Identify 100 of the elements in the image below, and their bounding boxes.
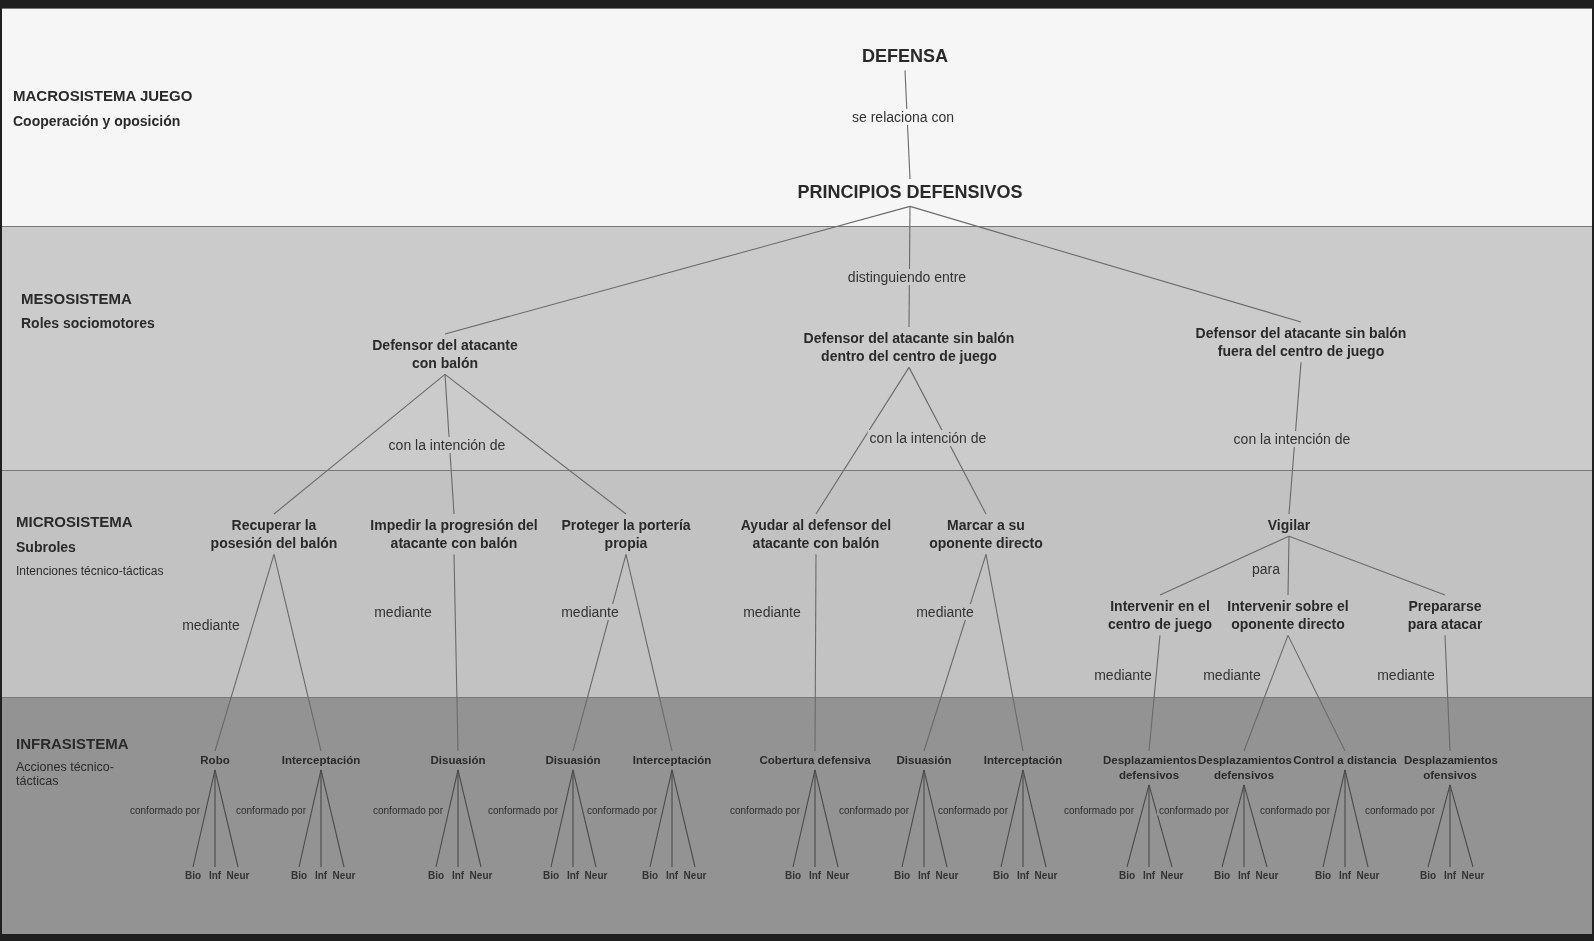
edge-label: con la intención de xyxy=(1231,431,1353,447)
action-label: Desplazamientos ofensivos xyxy=(1404,753,1496,783)
component-label: Inf xyxy=(665,869,679,882)
component-label: Neur xyxy=(469,869,493,882)
connector-line xyxy=(1243,784,1268,868)
connector-line xyxy=(1449,784,1451,868)
connector-line xyxy=(671,769,696,868)
component-label: Inf xyxy=(1142,869,1156,882)
component-label: Inf xyxy=(208,869,222,882)
intention-label: Proteger la portería propia xyxy=(558,516,694,553)
connector-line xyxy=(814,769,839,868)
band-heading: MACROSISTEMA JUEGO xyxy=(13,87,193,104)
connector-line xyxy=(320,769,322,868)
action-label: Disuasión xyxy=(896,753,952,768)
connector-line xyxy=(1148,784,1150,868)
connector-line xyxy=(457,769,459,868)
connector-line xyxy=(814,769,816,868)
component-label: Bio xyxy=(1118,869,1136,882)
component-label: Bio xyxy=(184,869,202,882)
connector-line xyxy=(923,769,925,868)
connector-line xyxy=(1243,634,1289,752)
component-label: Inf xyxy=(1443,869,1457,882)
edge-label: conformado por xyxy=(128,804,202,816)
level-band xyxy=(2,697,1592,934)
edge-label: mediante xyxy=(1092,667,1154,683)
component-label: Bio xyxy=(641,869,659,882)
component-label: Neur xyxy=(1034,869,1058,882)
action-label: Control a distancia xyxy=(1293,753,1397,768)
component-label: Bio xyxy=(290,869,308,882)
connector-line xyxy=(909,205,1302,323)
edge-label: mediante xyxy=(180,617,242,633)
band-heading: INFRASISTEMA xyxy=(16,735,129,752)
component-label: Bio xyxy=(1419,869,1437,882)
edge-label: se relaciona con xyxy=(850,109,956,125)
connector-line xyxy=(1287,634,1346,752)
connector-line xyxy=(1287,535,1290,596)
action-label: Cobertura defensiva xyxy=(759,753,871,768)
connector-line xyxy=(453,553,459,752)
connector-line xyxy=(923,769,948,868)
action-label: Interceptación xyxy=(983,753,1063,768)
band-subtitle: Intenciones técnico-tácticas xyxy=(16,564,164,578)
level-band xyxy=(2,226,1592,471)
connector-line xyxy=(444,205,911,335)
edge-label: conformado por xyxy=(936,804,1010,816)
connector-line xyxy=(1022,769,1047,868)
edge-label: mediante xyxy=(1375,667,1437,683)
connector-line xyxy=(1148,634,1161,752)
connector-line xyxy=(814,553,817,752)
edge-label: conformado por xyxy=(1258,804,1332,816)
connector-line xyxy=(815,366,910,515)
component-label: Neur xyxy=(1255,869,1279,882)
band-subtitle: Cooperación y oposición xyxy=(13,113,181,129)
edge-label: conformado por xyxy=(585,804,659,816)
connector-line xyxy=(273,373,446,515)
edge-label: conformado por xyxy=(1062,804,1136,816)
edge-label: mediante xyxy=(559,604,621,620)
role-label: Defensor del atacante con balón xyxy=(370,336,520,373)
connector-line xyxy=(1243,784,1245,868)
edge-label: conformado por xyxy=(837,804,911,816)
intention-label: Ayudar al defensor del atacante con balón xyxy=(728,516,904,553)
connector-line xyxy=(1344,769,1369,868)
band-heading: MESOSISTEMA xyxy=(21,290,132,307)
component-label: Neur xyxy=(1356,869,1380,882)
component-label: Neur xyxy=(935,869,959,882)
band-subtitle: Roles sociomotores xyxy=(21,315,155,331)
connector-line xyxy=(444,373,627,515)
connector-line xyxy=(320,769,345,868)
connector-line xyxy=(273,553,322,752)
edge-label: con la intención de xyxy=(867,430,989,446)
component-label: Inf xyxy=(451,869,465,882)
edge-label: conformado por xyxy=(728,804,802,816)
band-subtitle: Subroles xyxy=(16,539,76,555)
connector-line xyxy=(1288,361,1302,515)
component-label: Neur xyxy=(826,869,850,882)
component-label: Inf xyxy=(1338,869,1352,882)
connector-line xyxy=(1159,535,1290,596)
component-label: Inf xyxy=(566,869,580,882)
connector-line xyxy=(1148,784,1173,868)
intention-label: Recuperar la posesión del balón xyxy=(199,516,349,553)
action-label: Desplazamientos defensivos xyxy=(1103,753,1195,783)
edge-label: conformado por xyxy=(1363,804,1437,816)
connector-line xyxy=(985,553,1024,752)
connector-line xyxy=(1444,634,1451,752)
connector-line xyxy=(1022,769,1024,868)
connector-line xyxy=(572,553,627,752)
component-label: Bio xyxy=(893,869,911,882)
connector-line xyxy=(923,553,987,752)
action-label: Interceptación xyxy=(281,753,361,768)
connector-line xyxy=(572,769,597,868)
edge-label: con la intención de xyxy=(386,437,508,453)
edge-label: conformado por xyxy=(371,804,445,816)
edge-label: conformado por xyxy=(1157,804,1231,816)
edge-label: mediante xyxy=(1201,667,1263,683)
edge-label: mediante xyxy=(741,604,803,620)
connector-line xyxy=(908,366,987,515)
action-label: Robo xyxy=(200,753,230,768)
action-label: Disuasión xyxy=(545,753,601,768)
edge-label: conformado por xyxy=(486,804,560,816)
connector-line xyxy=(457,769,482,868)
component-label: Bio xyxy=(542,869,560,882)
